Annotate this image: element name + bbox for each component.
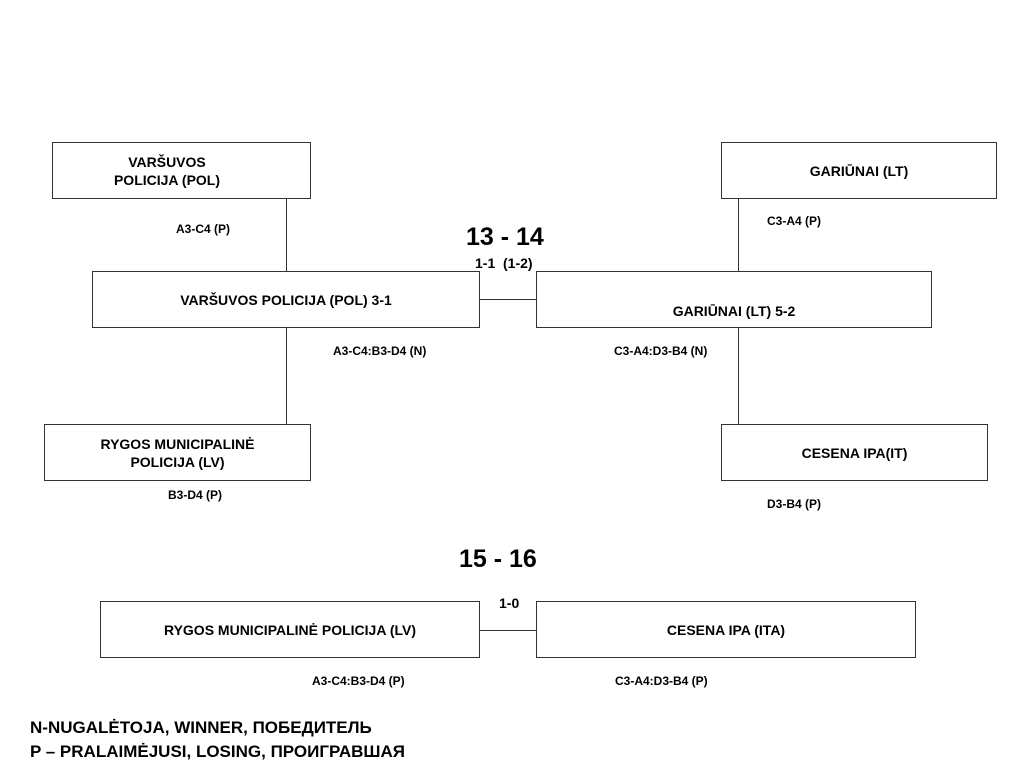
match-code-top-left: A3-C4 (P): [176, 222, 231, 236]
finalist-box-left: VARŠUVOS POLICIJA (POL) 3-1: [92, 271, 480, 328]
team-box-top-left: VARŠUVOS POLICIJA (POL): [52, 142, 311, 199]
finalist-box-right: GARIŪNAI (LT) 5-2: [536, 271, 932, 328]
connector-top-right: [738, 198, 739, 271]
bracket-title-15-16: 15 - 16: [459, 545, 537, 573]
legend-winner: N-NUGALĖTOJA, WINNER, ПОБЕДИТЕЛЬ: [30, 718, 372, 737]
team-box-15-16-left: RYGOS MUNICIPALINĖ POLICIJA (LV): [100, 601, 480, 658]
team-name: RYGOS MUNICIPALINĖ POLICIJA (LV): [163, 621, 416, 638]
team-box-15-16-right: CESENA IPA (ITA): [536, 601, 916, 658]
team-name: GARIŪNAI (LT) 5-2: [672, 302, 796, 319]
match-code-right-finalist: C3-A4:D3-B4 (N): [614, 344, 708, 358]
team-box-bottom-left: RYGOS MUNICIPALINĖ POLICIJA (LV): [44, 424, 311, 481]
connector-final-13-14: [479, 299, 537, 300]
bracket-score-13-14: 1-1 (1-2): [475, 255, 533, 271]
team-name: VARŠUVOS POLICIJA (POL): [113, 153, 221, 188]
legend-losing: P – PRALAIMĖJUSI, LOSING, ПРОИГРАВШАЯ: [30, 742, 405, 761]
match-code-15-16-left: A3-C4:B3-D4 (P): [312, 674, 405, 688]
connector-top-left: [286, 198, 287, 271]
connector-bottom-left: [286, 327, 287, 424]
team-name: CESENA IPA (ITA): [666, 621, 786, 638]
match-code-15-16-right: C3-A4:D3-B4 (P): [615, 674, 708, 688]
team-name: VARŠUVOS POLICIJA (POL) 3-1: [180, 291, 392, 308]
connector-bottom-right: [738, 327, 739, 424]
team-name: GARIŪNAI (LT): [809, 162, 909, 179]
team-box-bottom-right: CESENA IPA(IT): [721, 424, 988, 481]
bracket-title-13-14: 13 - 14: [466, 223, 544, 251]
match-code-bottom-right: D3-B4 (P): [767, 497, 822, 511]
match-code-bottom-left: B3-D4 (P): [168, 488, 223, 502]
team-name: RYGOS MUNICIPALINĖ POLICIJA (LV): [100, 435, 255, 470]
connector-final-15-16: [479, 630, 537, 631]
match-code-top-right: C3-A4 (P): [767, 214, 822, 228]
team-name: CESENA IPA(IT): [801, 444, 908, 461]
team-box-top-right: GARIŪNAI (LT): [721, 142, 997, 199]
match-code-left-finalist: A3-C4:B3-D4 (N): [333, 344, 427, 358]
bracket-score-15-16: 1-0: [499, 595, 520, 611]
